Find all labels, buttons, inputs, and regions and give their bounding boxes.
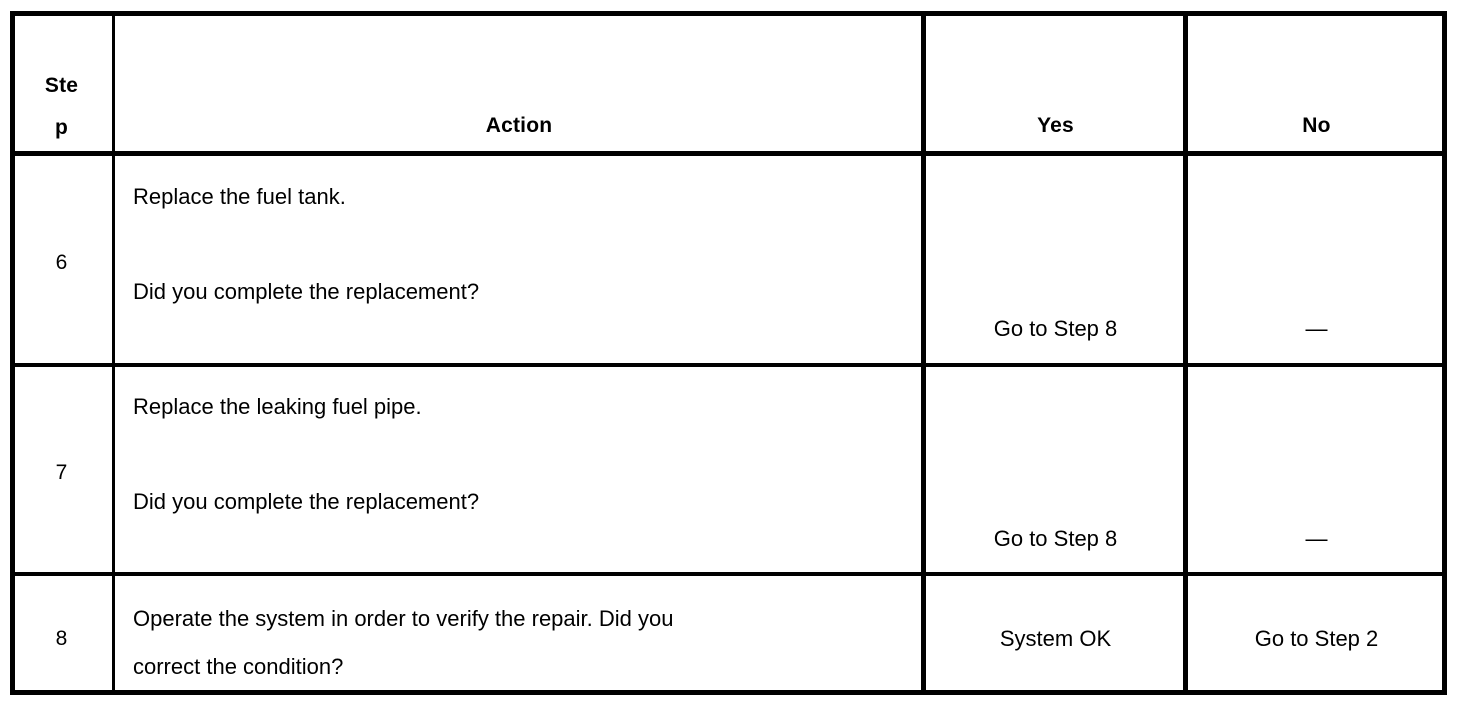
action-text: Replace the fuel tank. Did you complete … — [133, 183, 917, 306]
step-number: 7 — [55, 461, 68, 484]
cell-yes: System OK — [925, 575, 1186, 694]
yes-answer: System OK — [999, 626, 1112, 651]
no-answer: — — [1305, 526, 1328, 551]
header-label-step: Step — [44, 74, 79, 139]
action-line-question: correct the condition? — [133, 654, 344, 679]
cell-action: Operate the system in order to verify th… — [113, 575, 925, 694]
cell-no: — — [1186, 365, 1447, 575]
header-cell-step: Step — [10, 11, 113, 155]
cell-yes: Go to Step 8 — [925, 365, 1186, 575]
header-label-yes: Yes — [1037, 114, 1074, 137]
table-row: 7 Replace the leaking fuel pipe. Did you… — [10, 365, 1447, 575]
table-divider-yes-no — [1183, 11, 1188, 695]
header-cell-yes: Yes — [925, 11, 1186, 155]
cell-step-number: 7 — [10, 365, 113, 575]
table-border-right — [1442, 11, 1447, 695]
cell-step-number: 8 — [10, 575, 113, 694]
table-header-row: Step Action Yes No — [10, 11, 1447, 155]
header-cell-action: Action — [113, 11, 925, 155]
cell-action: Replace the fuel tank. Did you complete … — [113, 155, 925, 365]
action-line-primary: Operate the system in order to verify th… — [133, 606, 674, 631]
action-line-primary: Replace the fuel tank. — [133, 184, 346, 209]
table-row: 8 Operate the system in order to verify … — [10, 575, 1447, 694]
cell-no: — — [1186, 155, 1447, 365]
cell-no: Go to Step 2 — [1186, 575, 1447, 694]
header-cell-no: No — [1186, 11, 1447, 155]
action-line-question: Did you complete the replacement? — [133, 489, 480, 514]
diagnostic-table: Step Action Yes No 6 Repl — [10, 11, 1447, 694]
table-divider-step-action — [112, 11, 115, 695]
table-border-left — [10, 11, 15, 695]
table-rule-row6-bottom — [10, 363, 1447, 367]
action-line-question: Did you complete the replacement? — [133, 279, 480, 304]
step-number: 8 — [55, 627, 68, 650]
cell-step-number: 6 — [10, 155, 113, 365]
action-text: Replace the leaking fuel pipe. Did you c… — [133, 393, 917, 516]
table-rule-header-bottom — [10, 151, 1447, 156]
header-label-action: Action — [485, 114, 553, 137]
action-line-primary: Replace the leaking fuel pipe. — [133, 394, 422, 419]
cell-action: Replace the leaking fuel pipe. Did you c… — [113, 365, 925, 575]
table-divider-action-yes — [921, 11, 926, 695]
header-label-no: No — [1302, 114, 1331, 137]
table-border-top — [10, 11, 1447, 16]
no-answer: Go to Step 2 — [1254, 626, 1379, 651]
step-number: 6 — [55, 251, 68, 274]
table-rule-row7-bottom — [10, 572, 1447, 576]
yes-answer: Go to Step 8 — [993, 316, 1118, 341]
no-answer: — — [1305, 316, 1328, 341]
table-border-bottom — [10, 690, 1447, 695]
table-row: 6 Replace the fuel tank. Did you complet… — [10, 155, 1447, 365]
yes-answer: Go to Step 8 — [993, 526, 1118, 551]
action-text: Operate the system in order to verify th… — [133, 605, 917, 681]
cell-yes: Go to Step 8 — [925, 155, 1186, 365]
